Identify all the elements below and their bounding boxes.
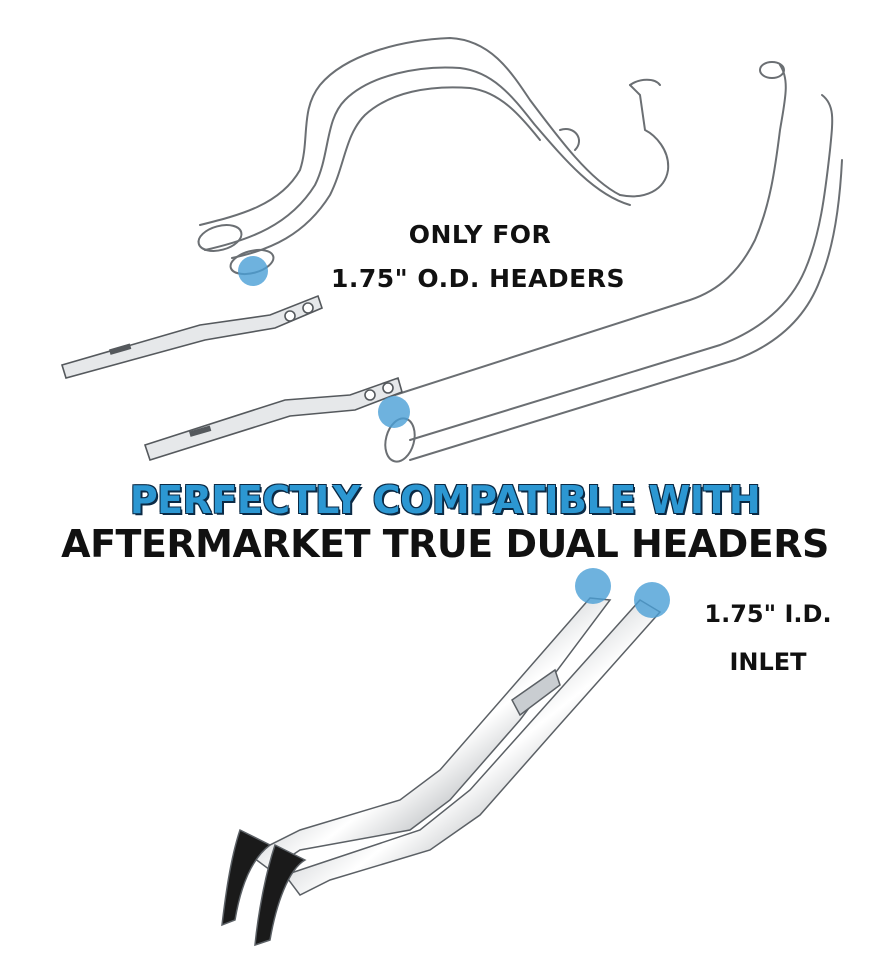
od-marker-lower [378, 396, 410, 428]
callout-only-for: ONLY FOR [408, 220, 552, 249]
header-pipes-rear [197, 37, 670, 276]
callout-id-size: 1.75" I.D. [704, 600, 832, 628]
mounting-bracket-lower [143, 376, 403, 461]
headline-line2: AFTERMARKET TRUE DUAL HEADERS [61, 522, 829, 566]
callout-inlet: INLET [729, 648, 807, 676]
true-dual-pipes [221, 597, 662, 947]
id-marker-right [634, 582, 670, 618]
callout-od-headers: 1.75" O.D. HEADERS [331, 264, 625, 293]
mounting-bracket-upper [60, 294, 323, 379]
od-marker-upper [238, 256, 268, 286]
id-marker-left [575, 568, 611, 604]
headline-line1: PERFECTLY COMPATIBLE WITH [129, 478, 761, 522]
